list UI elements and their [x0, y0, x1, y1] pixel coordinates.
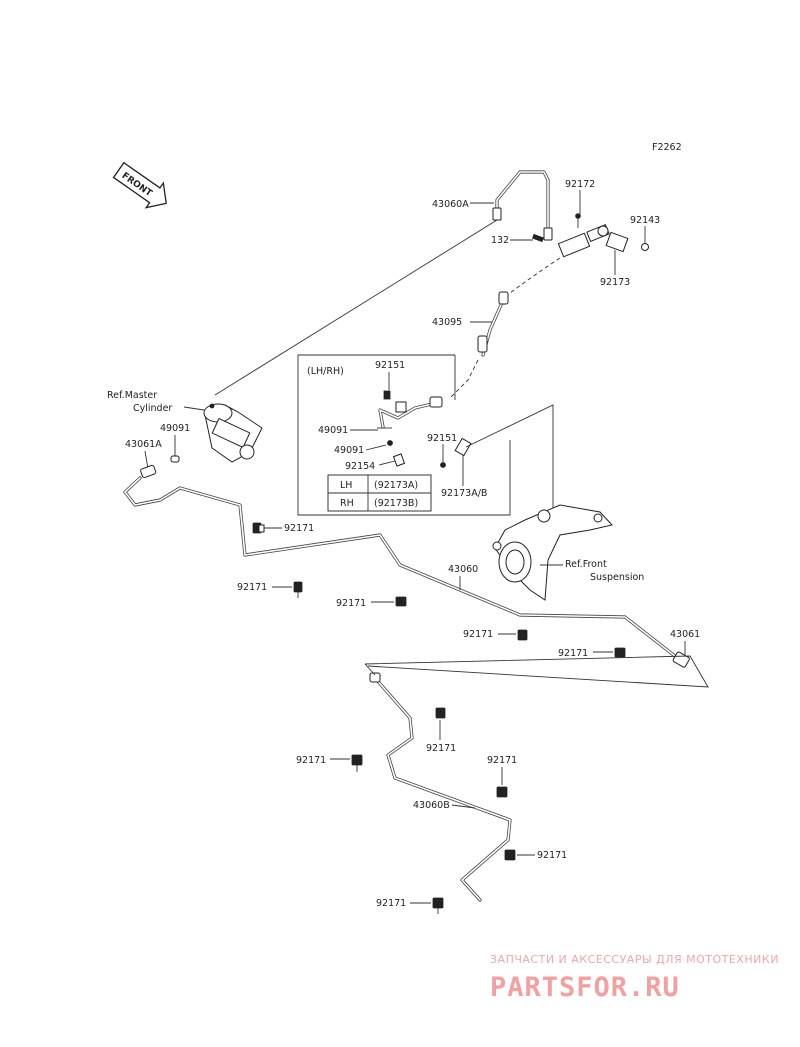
label-43060: 43060: [448, 564, 478, 575]
label-92143: 92143: [630, 215, 660, 226]
label-49091-c: 49091: [160, 423, 190, 434]
label-92171-j: 92171: [376, 898, 406, 909]
label-92171-e: 92171: [558, 648, 588, 659]
label-92172: 92172: [565, 179, 595, 190]
master-cylinder: [203, 403, 263, 463]
clip-icon-a: [252, 522, 265, 534]
clip-icon-h: [496, 786, 508, 798]
label-92171-b: 92171: [237, 582, 267, 593]
label-92154: 92154: [345, 461, 375, 472]
watermark-tagline: ЗАПЧАСТИ И АКСЕССУАРЫ ДЛЯ МОТОТЕХНИКИ: [490, 953, 779, 966]
hose-43060A: [492, 170, 553, 241]
label-49091-b: 49091: [334, 445, 364, 456]
label-92173AB: 92173A/B: [441, 488, 487, 499]
clip-icon-g: [351, 754, 363, 772]
label-43061A: 43061A: [125, 439, 162, 450]
label-43095: 43095: [432, 317, 462, 328]
reference-outline: [364, 655, 709, 688]
label-ref-master-2: Cylinder: [133, 403, 172, 414]
clip-icon-j: [432, 897, 444, 914]
label-49091-a: 49091: [318, 425, 348, 436]
label-132: 132: [491, 235, 509, 246]
clip-icon-c: [395, 596, 407, 607]
label-43061: 43061: [670, 629, 700, 640]
junction-fitting: [532, 213, 649, 258]
detail-box-title: (LH/RH): [307, 366, 344, 377]
front-suspension-knuckle: [492, 504, 613, 601]
label-ref-front-1: Ref.Front: [565, 559, 607, 570]
label-92171-i: 92171: [537, 850, 567, 861]
label-92151-a: 92151: [375, 360, 405, 371]
label-43060A: 43060A: [432, 199, 469, 210]
label-92171-d: 92171: [463, 629, 493, 640]
clip-icon-f: [435, 707, 446, 719]
watermark: ЗАПЧАСТИ И АКСЕССУАРЫ ДЛЯ МОТОТЕХНИКИ PA…: [490, 953, 779, 1003]
side-table-row-1-part: (92173A): [374, 480, 418, 491]
label-ref-front-2: Suspension: [590, 572, 644, 583]
clip-icon-e: [614, 647, 626, 658]
front-arrow-icon: FRONT: [112, 161, 167, 209]
figure-code: F2262: [652, 142, 682, 153]
label-92171-g: 92171: [296, 755, 326, 766]
label-92151-b: 92151: [427, 433, 457, 444]
label-92171-f: 92171: [426, 743, 456, 754]
side-table-row-2-side: RH: [340, 498, 354, 509]
hose-43060B: [369, 672, 512, 902]
hose-43095: [477, 257, 561, 357]
label-92173: 92173: [600, 277, 630, 288]
watermark-brand: PARTSFOR.RU: [490, 972, 680, 1003]
label-92171-h: 92171: [487, 755, 517, 766]
label-92171-a: 92171: [284, 523, 314, 534]
side-table-row-2-part: (92173B): [374, 498, 418, 509]
clip-icon-b: [293, 581, 303, 598]
label-92171-c: 92171: [336, 598, 366, 609]
side-table: LH (92173A) RH (92173B): [327, 474, 432, 512]
label-43060B: 43060B: [413, 800, 450, 811]
clip-icon-i: [504, 849, 516, 861]
detail-box-lhrh: (LH/RH) 92151 49091 49091 92154 92151 92…: [297, 354, 511, 516]
clip-icon-d: [517, 629, 528, 641]
side-table-row-1-side: LH: [340, 480, 352, 491]
label-ref-master-1: Ref.Master: [107, 390, 157, 401]
